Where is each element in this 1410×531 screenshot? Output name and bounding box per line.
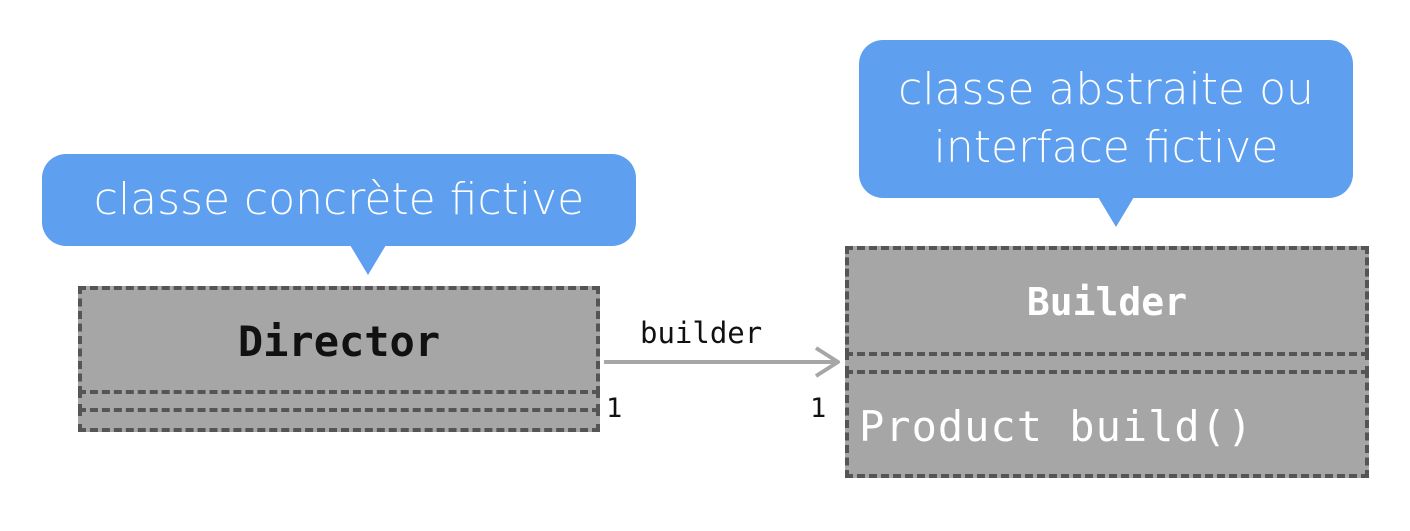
callout-concrete-class: classe concrète fictive <box>42 154 636 275</box>
callout-builder-line1: classe abstraite ou <box>898 64 1314 115</box>
builder-operation: Product build() <box>845 370 1369 478</box>
callout-abstract-class: classe abstraite ou interface fictive <box>859 40 1353 227</box>
association-role-label: builder <box>640 316 763 350</box>
multiplicity-source: 1 <box>606 393 623 424</box>
builder-class-name: Builder <box>845 246 1369 356</box>
arrowhead-icon <box>814 346 840 378</box>
director-operations-compartment <box>78 408 600 432</box>
multiplicity-target: 1 <box>810 393 827 424</box>
builder-class-box: Builder Product build() <box>845 246 1369 478</box>
callout-builder-line2: interface fictive <box>933 122 1279 173</box>
callout-director-text: classe concrète fictive <box>93 174 585 225</box>
director-class-box: Director <box>78 286 600 432</box>
